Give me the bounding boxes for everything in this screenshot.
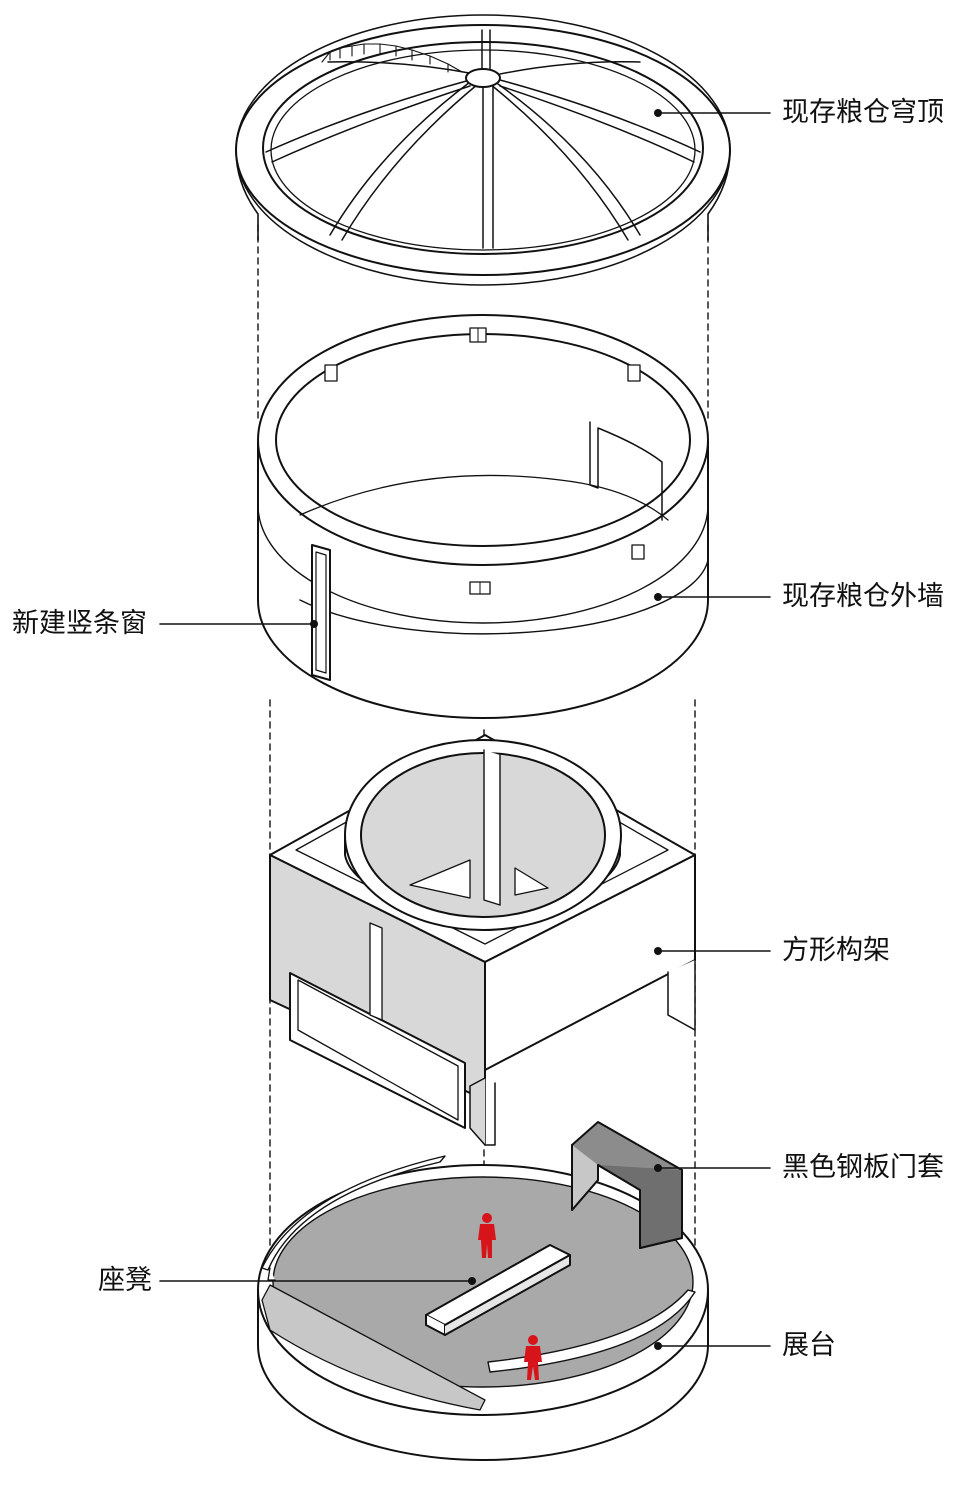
vertical-slit-window <box>311 544 331 681</box>
person-figures <box>478 1213 542 1380</box>
label-square-frame: 方形构架 <box>782 935 890 966</box>
label-steel-door-frame: 黑色钢板门套 <box>782 1152 944 1183</box>
leader-lines <box>159 112 771 1347</box>
label-platform: 展台 <box>782 1330 836 1361</box>
platform <box>257 1121 709 1461</box>
outer-wall <box>257 314 709 719</box>
person-figure-back <box>478 1213 496 1258</box>
label-outer-wall: 现存粮仓外墙 <box>782 581 944 612</box>
dome <box>235 14 731 286</box>
label-bench: 座凳 <box>98 1265 152 1296</box>
person-figure-front <box>524 1335 542 1380</box>
label-vertical-window: 新建竖条窗 <box>12 608 147 639</box>
leader-dots <box>310 109 662 1350</box>
label-dome: 现存粮仓穹顶 <box>782 97 944 128</box>
square-frame <box>269 734 696 1146</box>
bench <box>425 1244 571 1336</box>
steel-door-frame <box>571 1121 683 1249</box>
